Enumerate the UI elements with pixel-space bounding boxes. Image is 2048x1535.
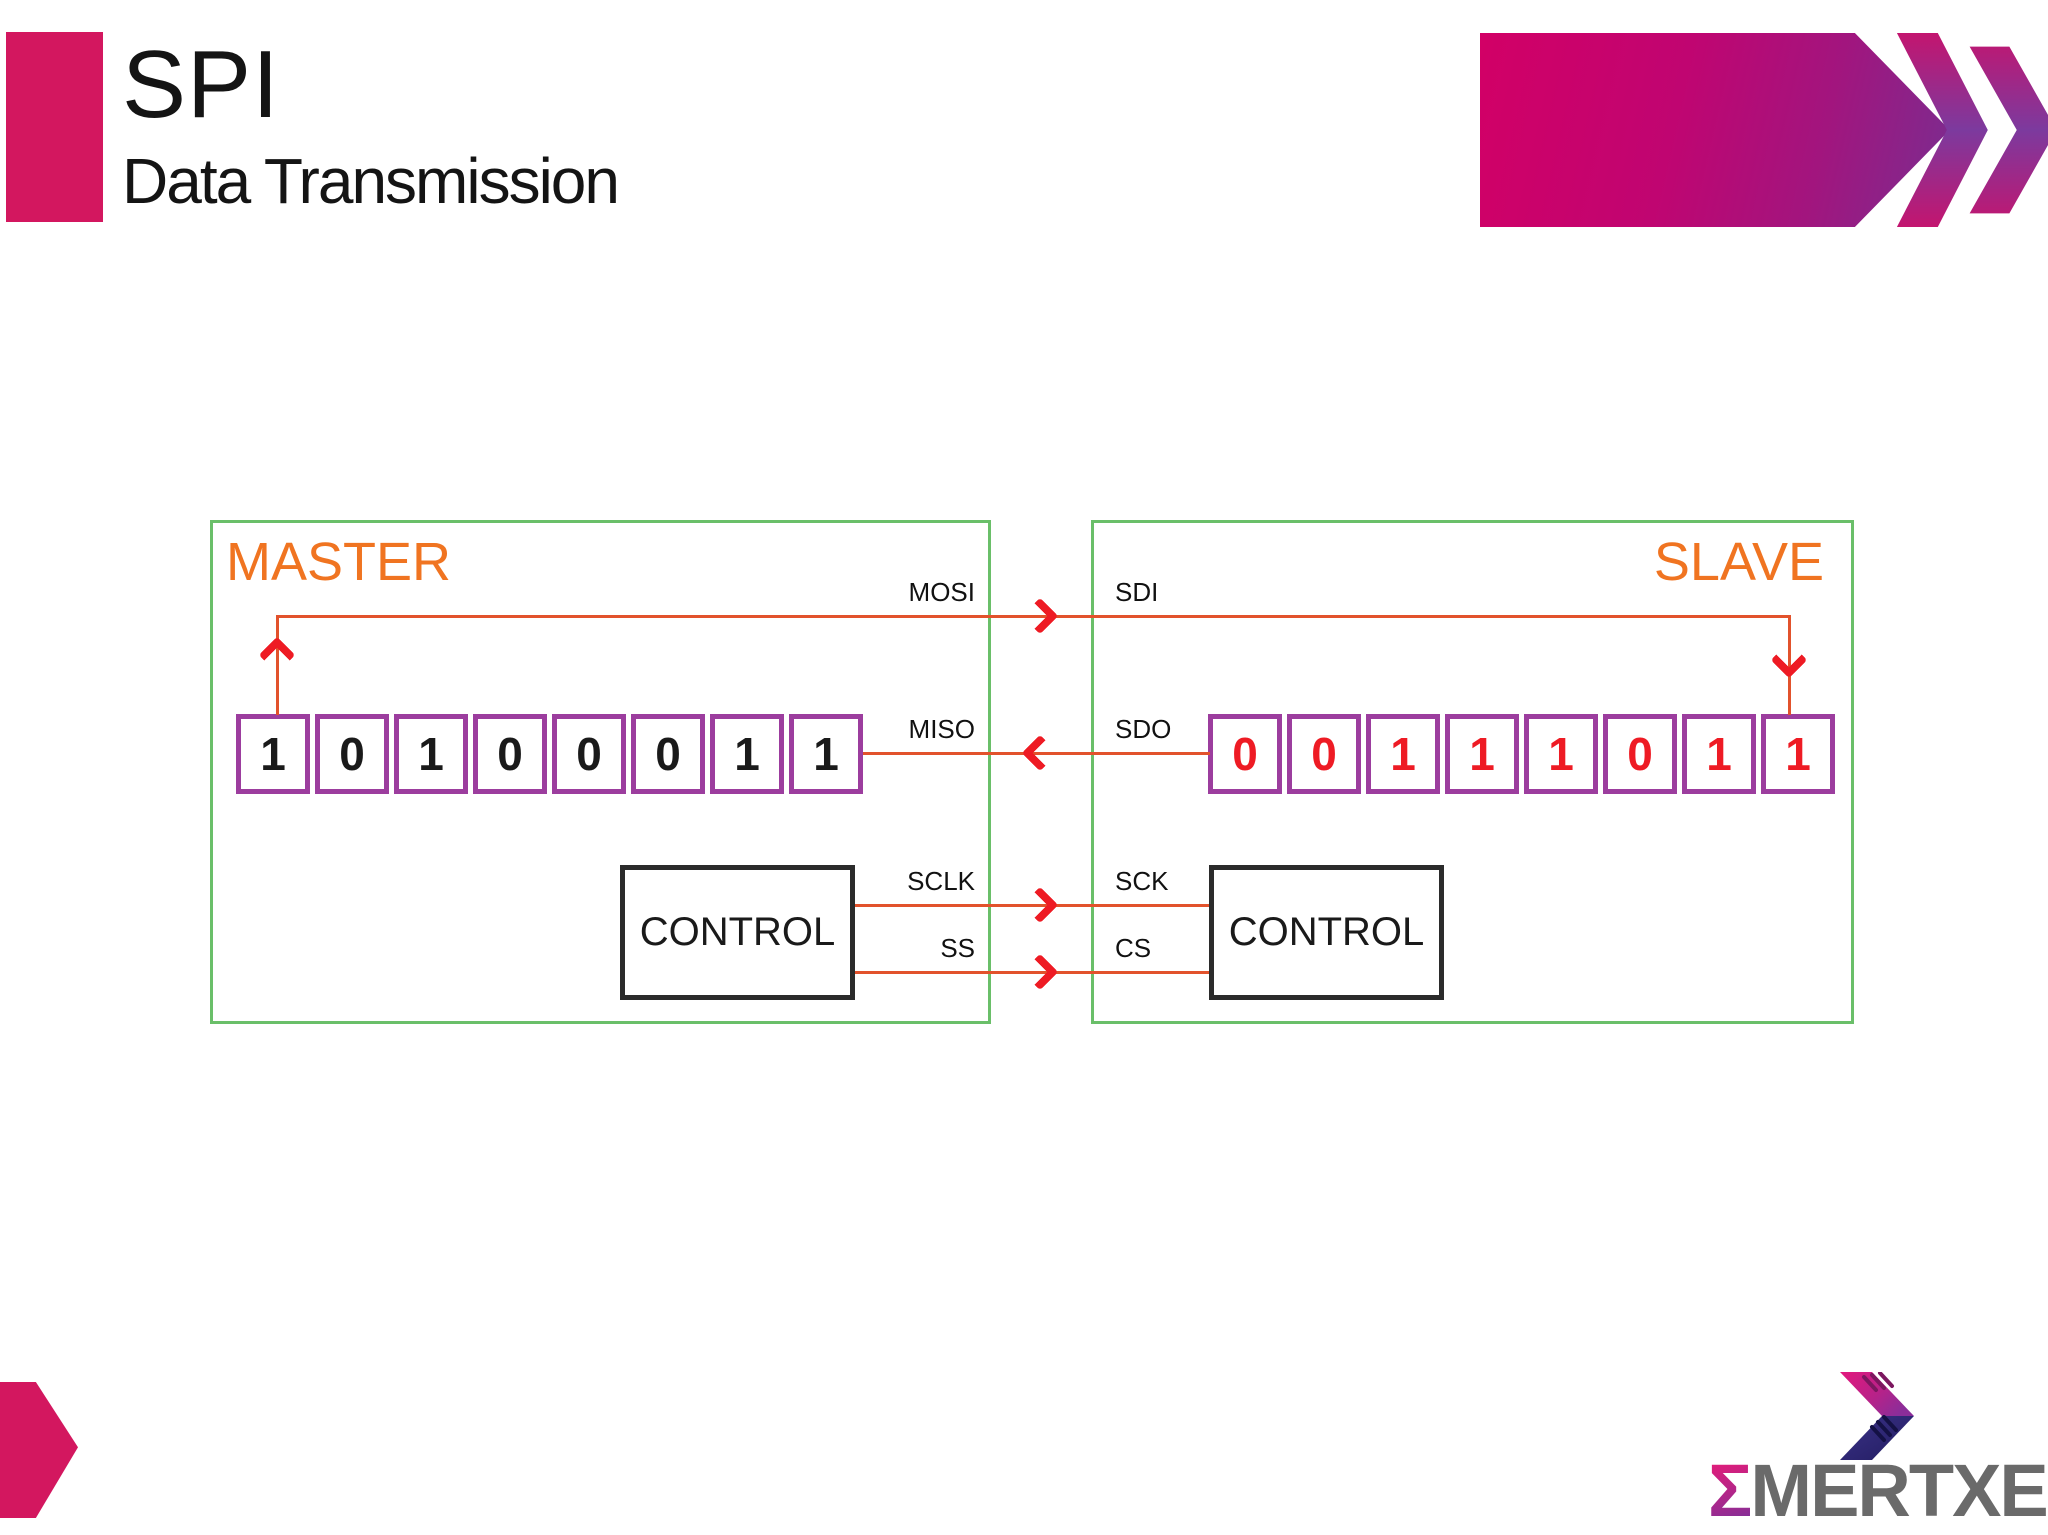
ss-label: SS xyxy=(940,933,975,963)
register-bit-cell: 1 xyxy=(1682,714,1756,794)
register-bit-cell: 0 xyxy=(315,714,389,794)
title-block: SPI Data Transmission xyxy=(122,30,620,217)
sdo-label: SDO xyxy=(1115,714,1172,744)
sdi-slave-vertical-wire xyxy=(1788,615,1791,715)
cs-label: CS xyxy=(1115,933,1152,963)
wordmark-text: MERTXE xyxy=(1750,1449,2048,1532)
register-bit-cell: 1 xyxy=(236,714,310,794)
title-accent-bar xyxy=(6,32,103,222)
master-label: MASTER xyxy=(226,532,452,592)
arrow-pentagon-shape xyxy=(1480,33,1950,227)
register-bit-cell: 1 xyxy=(1761,714,1835,794)
arrow-right-icon xyxy=(1021,886,1059,924)
sigma-glyph: Σ xyxy=(1708,1449,1752,1532)
slave-shift-register: 0 0 1 1 1 0 1 1 xyxy=(1208,714,1835,794)
register-bit-cell: 0 xyxy=(473,714,547,794)
mosi-sdi-wire xyxy=(277,615,1791,618)
arrow-left-icon xyxy=(1021,734,1059,772)
arrow-right-icon xyxy=(1021,953,1059,991)
ss-cs-wire xyxy=(855,971,1209,974)
miso-sdo-wire xyxy=(863,752,1210,755)
decorative-arrow-graphic xyxy=(1480,33,2048,227)
master-block xyxy=(210,520,991,1024)
mosi-label: MOSI xyxy=(908,577,975,607)
miso-label: MISO xyxy=(908,714,975,744)
register-bit-cell: 0 xyxy=(1603,714,1677,794)
sck-label: SCK xyxy=(1115,866,1169,896)
register-bit-cell: 1 xyxy=(1445,714,1519,794)
register-bit-cell: 1 xyxy=(1366,714,1440,794)
register-bit-cell: 1 xyxy=(710,714,784,794)
register-bit-cell: 1 xyxy=(789,714,863,794)
emertxe-logo-icon xyxy=(1840,1372,1914,1460)
master-shift-register: 1 0 1 0 0 0 1 1 xyxy=(236,714,863,794)
register-bit-cell: 1 xyxy=(394,714,468,794)
mosi-master-vertical-wire xyxy=(276,615,279,715)
register-bit-cell: 0 xyxy=(1208,714,1282,794)
slave-label: SLAVE xyxy=(1653,532,1824,592)
master-control-box: CONTROL xyxy=(620,865,855,1000)
page-title: SPI xyxy=(122,31,280,138)
arrow-right-icon xyxy=(1021,597,1059,635)
register-bit-cell: 0 xyxy=(631,714,705,794)
emertxe-wordmark: ΣMERTXE xyxy=(1708,1449,2048,1532)
sdi-label: SDI xyxy=(1115,577,1159,607)
register-bit-cell: 0 xyxy=(552,714,626,794)
register-bit-cell: 0 xyxy=(1287,714,1361,794)
sclk-sck-wire xyxy=(855,904,1209,907)
register-bit-cell: 1 xyxy=(1524,714,1598,794)
decorative-corner-arrow xyxy=(0,1382,78,1518)
slave-control-box: CONTROL xyxy=(1209,865,1444,1000)
sclk-label: SCLK xyxy=(907,866,975,896)
page-subtitle: Data Transmission xyxy=(122,145,620,217)
slave-block xyxy=(1091,520,1854,1024)
